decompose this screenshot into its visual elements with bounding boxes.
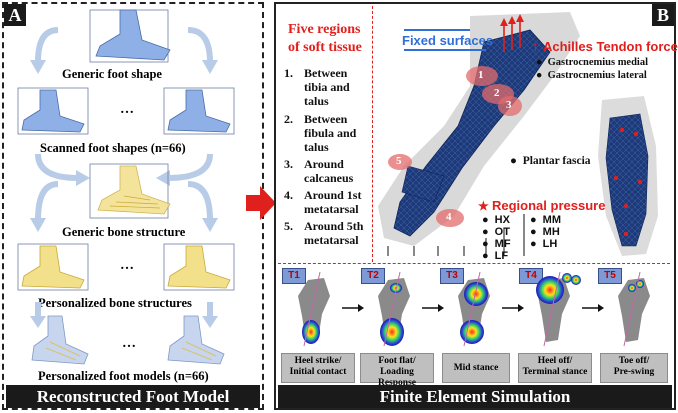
foot-mesh-illustration <box>378 12 658 256</box>
region-line: talus <box>304 140 329 154</box>
generic-bone-illustration <box>89 163 171 219</box>
pressure-mm: MM <box>530 214 561 226</box>
pressure-mf: MF <box>482 238 511 250</box>
marker-2: 2 <box>494 87 500 99</box>
phase-label-text: Foot flat/Loading Response <box>377 356 416 388</box>
flow-arrows-final <box>30 302 218 328</box>
region-line: Between <box>304 66 348 80</box>
marker-3: 3 <box>506 99 512 111</box>
phase-label-text: Heel off/Terminal stance <box>522 356 588 377</box>
region-num: 2. <box>284 112 293 126</box>
region-line: metatarsal <box>304 202 359 216</box>
achilles-title: Achilles Tendon force <box>543 39 678 54</box>
regions-title-line1: Five regions <box>288 22 361 37</box>
step-personalized-bone-structures: Personalized bone structures <box>38 296 192 310</box>
personalized-bone-right <box>163 243 235 291</box>
step-generic-foot-shape: Generic foot shape <box>62 67 162 81</box>
plantar-fascia-label: ● Plantar fascia <box>510 155 591 167</box>
personalized-bone-left <box>17 243 89 291</box>
region-line: Around 5th <box>304 219 364 233</box>
step-scanned-foot-shapes: Scanned foot shapes (n=66) <box>40 141 186 155</box>
divider-horizontal <box>278 263 670 264</box>
fixed-surfaces-label: Fixed surfaces <box>402 33 494 48</box>
region-item-4: 4. Around 1st metatarsal <box>284 188 361 216</box>
phase-tag-t3: T3 <box>440 268 464 284</box>
region-item-5: 5. Around 5th metatarsal <box>284 219 363 247</box>
personalized-foot-left <box>31 315 89 365</box>
flow-arrows-mid <box>35 153 213 186</box>
ellipsis-models: … <box>122 336 136 351</box>
bullet-icon: ● <box>536 70 543 81</box>
plantar-fascia-text: Plantar fascia <box>522 155 591 167</box>
region-line: Around 1st <box>304 188 362 202</box>
marker-1: 1 <box>478 69 484 81</box>
region-line: fibula and <box>304 126 357 140</box>
flow-arrows-top <box>30 27 218 74</box>
phase-tag-t4: T4 <box>519 268 543 284</box>
region-item-3: 3. Around calcaneus <box>284 157 353 185</box>
phase-label-t2: Foot flat/Loading Response <box>360 353 434 388</box>
achilles-arrow-icon: ↑ <box>532 38 539 54</box>
bullet-icon: ● <box>510 155 517 167</box>
flow-arrows-bottom <box>30 181 218 232</box>
achilles-item-label: Gastrocnemius medial <box>547 57 649 68</box>
phase-label-t1: Heel strike/Initial contact <box>281 353 355 383</box>
region-line: calcaneus <box>304 171 354 185</box>
star-icon: ★ <box>478 199 489 213</box>
phase-label-t3: Mid stance <box>442 353 510 383</box>
phase-label-text: Mid stance <box>453 363 499 373</box>
transition-arrow-icon <box>246 186 276 220</box>
achilles-item-lateral: ● Gastrocnemius lateral <box>536 70 647 81</box>
phase-tag-t5: T5 <box>598 268 622 284</box>
region-num: 5. <box>284 219 293 233</box>
region-num: 4. <box>284 188 293 202</box>
achilles-item-medial: ● Gastrocnemius medial <box>536 57 648 68</box>
region-item-2: 2. Between fibula and talus <box>284 112 356 154</box>
phase-label-t4: Heel off/Terminal stance <box>518 353 592 383</box>
achilles-item-label: Gastrocnemius lateral <box>547 70 647 81</box>
pressure-lf: LF <box>482 250 508 262</box>
region-line: talus <box>304 94 329 108</box>
region-item-1: 1. Between tibia and talus <box>284 66 350 108</box>
marker-5: 5 <box>396 155 402 167</box>
marker-4: 4 <box>446 211 452 223</box>
step-generic-bone-structure: Generic bone structure <box>62 225 186 239</box>
phase-label-text: Toe off/Pre-swing <box>613 356 655 377</box>
pressure-ot: OT <box>482 226 510 238</box>
phase-tag-t2: T2 <box>361 268 385 284</box>
ellipsis-scanned: … <box>120 102 134 117</box>
phase-label-t5: Toe off/Pre-swing <box>600 353 668 383</box>
phase-tag-t1: T1 <box>282 268 306 284</box>
panel-a-tag: A <box>4 4 26 26</box>
region-line: tibia and <box>304 80 350 94</box>
pressure-hx: HX <box>482 214 510 226</box>
ellipsis-bones: … <box>120 258 134 273</box>
regional-pressure-title: Regional pressure <box>492 198 606 213</box>
pressure-lh: LH <box>530 238 558 250</box>
panel-b-tag: B <box>652 4 674 26</box>
region-line: metatarsal <box>304 233 359 247</box>
panel-b-caption: Finite Element Simulation <box>278 385 672 408</box>
divider-vertical <box>372 6 373 262</box>
region-line: Between <box>304 112 348 126</box>
gait-pressure-maps <box>298 271 650 347</box>
step-personalized-foot-models: Personalized foot models (n=66) <box>38 369 209 383</box>
generic-foot-illustration <box>89 9 171 63</box>
panel-a-caption: Reconstructed Foot Model <box>6 385 260 408</box>
personalized-foot-right <box>167 315 225 365</box>
pressure-mh: MH <box>530 226 560 238</box>
region-num: 3. <box>284 157 293 171</box>
panel-b <box>274 2 676 410</box>
region-num: 1. <box>284 66 293 80</box>
scanned-foot-left <box>17 87 89 135</box>
region-line: Around <box>304 157 344 171</box>
bullet-icon: ● <box>536 57 543 68</box>
regions-title-line2: of soft tissue <box>288 40 362 55</box>
scanned-foot-right <box>163 87 235 135</box>
phase-label-text: Heel strike/Initial contact <box>289 356 347 377</box>
